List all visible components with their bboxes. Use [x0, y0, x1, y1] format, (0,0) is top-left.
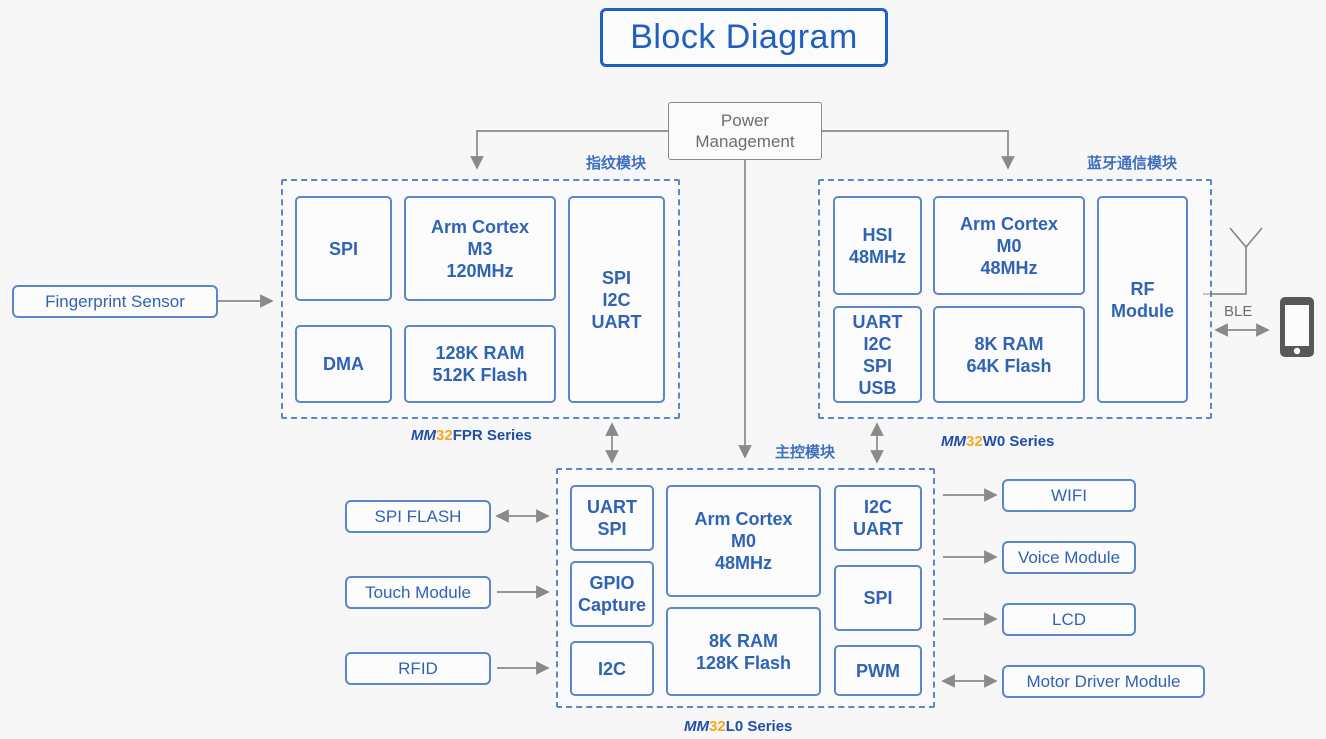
power-management-line1: Power	[720, 111, 770, 130]
series-rest-text: FPR Series	[452, 427, 532, 444]
l0-block-uart-spi: UART SPI	[570, 485, 654, 551]
power-management-block: Power Management	[668, 102, 822, 160]
peripheral-lcd: LCD	[1002, 603, 1136, 636]
w0-block-core: Arm Cortex M0 48MHz	[933, 196, 1085, 295]
smartphone-icon	[1280, 297, 1314, 357]
fingerprint-sensor-label: Fingerprint Sensor	[45, 291, 185, 311]
series-num-text: 32	[709, 718, 726, 735]
peripheral-motor-driver-module: Motor Driver Module	[1002, 665, 1205, 698]
w0-block-hsi: HSI 48MHz	[833, 196, 922, 295]
bluetooth-module-series-label: MM32W0 Series	[941, 433, 1054, 450]
peripheral-spi-flash: SPI FLASH	[345, 500, 491, 533]
w0-block-interfaces: UART I2C SPI USB	[833, 306, 922, 403]
ble-link-label: BLE	[1224, 303, 1253, 320]
l0-block-spi: SPI	[834, 565, 922, 631]
w0-block-memory: 8K RAM 64K Flash	[933, 306, 1085, 403]
fingerprint-module-series-label: MM32FPR Series	[411, 427, 532, 444]
fingerprint-module-cn-label: 指纹模块	[586, 155, 647, 172]
peripheral-rfid: RFID	[345, 652, 491, 685]
main-control-module-series-label: MM32L0 Series	[684, 718, 792, 735]
l0-block-gpio-capture: GPIO Capture	[570, 561, 654, 627]
peripheral-touch-module: Touch Module	[345, 576, 491, 609]
l0-block-pwm: PWM	[834, 645, 922, 696]
fpr-block-interfaces: SPI I2C UART	[568, 196, 665, 403]
page-title: Block Diagram	[600, 8, 888, 67]
fingerprint-sensor-block: Fingerprint Sensor	[12, 285, 218, 318]
series-mm-text: MM	[684, 718, 709, 735]
series-mm-text: MM	[411, 427, 436, 444]
page-title-text: Block Diagram	[630, 18, 858, 56]
peripheral-wifi: WIFI	[1002, 479, 1136, 512]
series-num-text: 32	[966, 433, 983, 450]
l0-block-core: Arm Cortex M0 48MHz	[666, 485, 821, 597]
fpr-block-core: Arm Cortex M3 120MHz	[404, 196, 556, 301]
fpr-block-dma: DMA	[295, 325, 392, 403]
bluetooth-module-cn-label: 蓝牙通信模块	[1087, 155, 1178, 172]
series-rest-text: W0 Series	[982, 433, 1055, 450]
peripheral-voice-module: Voice Module	[1002, 541, 1136, 574]
series-mm-text: MM	[941, 433, 966, 450]
main-control-module-cn-label: 主控模块	[775, 444, 836, 461]
l0-block-memory: 8K RAM 128K Flash	[666, 607, 821, 696]
series-num-text: 32	[436, 427, 453, 444]
fpr-block-memory: 128K RAM 512K Flash	[404, 325, 556, 403]
w0-block-rf: RF Module	[1097, 196, 1188, 403]
l0-block-i2c: I2C	[570, 641, 654, 696]
series-rest-text: L0 Series	[725, 718, 793, 735]
l0-block-i2c-uart: I2C UART	[834, 485, 922, 551]
fpr-block-spi: SPI	[295, 196, 392, 301]
power-management-line2: Management	[695, 132, 795, 151]
